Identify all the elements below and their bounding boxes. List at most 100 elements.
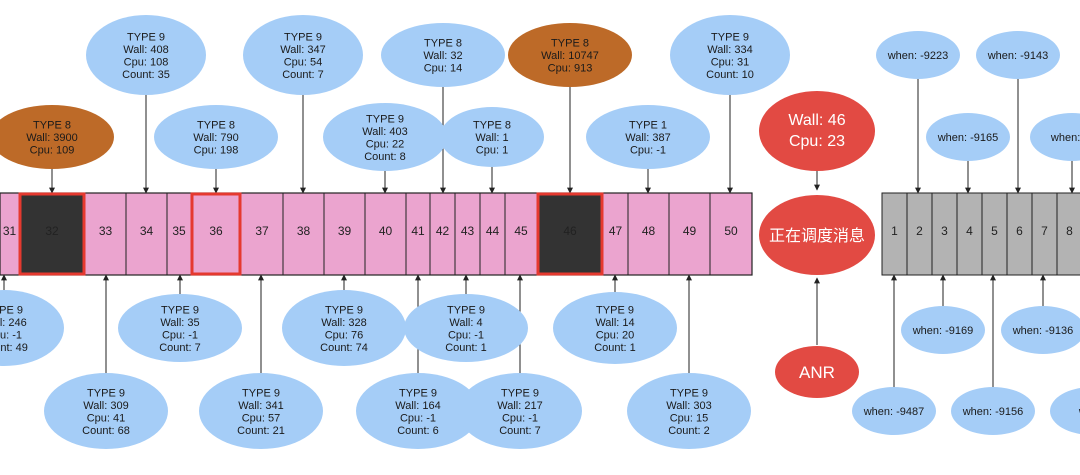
bubble-text: TYPE 8 — [197, 120, 235, 132]
bubble-text: Count: 6 — [397, 425, 439, 437]
pending-cell-label: 1 — [891, 224, 898, 238]
bubble-text: TYPE 9 — [670, 387, 708, 399]
bubble-text: Wall: 408 — [123, 44, 168, 56]
bubble-text: TYPE 9 — [161, 304, 199, 316]
queue-cell-47: 47 — [602, 192, 629, 276]
queue-cell-label: 49 — [683, 224, 697, 238]
bubble-text: Cpu: -1 — [630, 145, 666, 157]
queue-cell-38: 38 — [282, 192, 325, 276]
pending-cell-label: 2 — [916, 224, 923, 238]
queue-cell-33: 33 — [84, 192, 127, 276]
bubble-text: Count: 74 — [320, 342, 368, 354]
bubble-text: Wall: 309 — [83, 400, 128, 412]
bubble-text: TYPE 9 — [501, 387, 539, 399]
bubble-text: Wall: 341 — [238, 400, 283, 412]
bubble-text: Wall: 3900 — [26, 132, 78, 144]
queue-cell-34: 34 — [125, 192, 168, 276]
bubble-text: TYPE 9 — [711, 31, 749, 43]
bubble-text: Cpu: 20 — [596, 329, 635, 341]
pending-cell-label: 8 — [1066, 224, 1073, 238]
queue-cell-label: 33 — [99, 224, 113, 238]
pending-cell-label: 6 — [1016, 224, 1023, 238]
bubble-text: TYPE 9 — [0, 304, 23, 316]
message-bubble-26: when: -9487 — [852, 387, 936, 435]
queue-cell-label: 44 — [486, 224, 500, 238]
anr-label: ANR — [799, 363, 835, 382]
pending-cell-7: 7 — [1031, 192, 1058, 276]
bubble-text: Count: 1 — [445, 342, 487, 354]
queue-cell-39: 39 — [323, 192, 366, 276]
queue-cell-label: 47 — [609, 224, 623, 238]
queue-cell-49: 49 — [668, 192, 711, 276]
bubble-text: Cpu: 108 — [124, 56, 169, 68]
queue-cell-46: 46 — [536, 192, 604, 276]
bubble-text: Count: 1 — [594, 342, 636, 354]
highlight-frame-32 — [18, 192, 86, 276]
bubble-text: when: -9156 — [962, 406, 1024, 418]
bubble-text: Cpu: -1 — [0, 329, 22, 341]
bubble-text: Cpu: 1 — [476, 145, 508, 157]
bubble-text: Cpu: 14 — [424, 63, 463, 75]
queue-cell-label: 36 — [209, 224, 223, 238]
bubble-text: TYPE 8 — [551, 38, 589, 50]
bubble-text: Wall: 164 — [395, 400, 440, 412]
bubble-text: Wall: 328 — [321, 317, 366, 329]
bubble-text: Cpu: 109 — [30, 145, 75, 157]
bubble-text: Cpu: -1 — [162, 329, 198, 341]
dispatching-status-label: 正在调度消息 — [769, 227, 865, 245]
queue-cell-35: 35 — [166, 192, 192, 276]
queue-cell-31: 31 — [0, 192, 20, 276]
queue-cell-label: 50 — [724, 224, 738, 238]
bubble-text: Wall: 790 — [193, 132, 238, 144]
bubble-text: Cpu: -1 — [448, 329, 484, 341]
bubble-text: Wall: 387 — [625, 132, 670, 144]
pending-cell-2: 2 — [906, 192, 933, 276]
bubble-text: Count: 2 — [668, 425, 710, 437]
queue-cell-37: 37 — [240, 192, 284, 276]
pending-cell-label: 7 — [1041, 224, 1048, 238]
bubble-text: Wall: 32 — [423, 50, 462, 62]
bubble-text: TYPE 8 — [33, 120, 71, 132]
anr-node: ANR — [775, 346, 859, 398]
message-bubble-25: when: -9136 — [1001, 306, 1080, 354]
current-message-text: Wall: 46 — [788, 112, 845, 129]
queue-cell-label: 41 — [411, 224, 425, 238]
bubble-text: Wall: 334 — [707, 44, 752, 56]
bubble-text: TYPE 9 — [87, 387, 125, 399]
message-bubble-27: when: -9156 — [951, 387, 1035, 435]
bubble-text: Count: 68 — [82, 425, 130, 437]
bubble-text: when — [1078, 406, 1080, 418]
bubble-text: TYPE 9 — [325, 304, 363, 316]
bubble-text: when: -9223 — [887, 50, 949, 62]
pending-cell-label: 3 — [941, 224, 948, 238]
dispatching-status: 正在调度消息 — [759, 195, 875, 275]
message-bubble-20: when: -9223 — [876, 31, 960, 79]
bubble-text: TYPE 9 — [366, 113, 404, 125]
bubble-text: TYPE 8 — [424, 38, 462, 50]
pending-cell-4: 4 — [956, 192, 983, 276]
bubble-text: when: -9169 — [912, 325, 974, 337]
queue-cell-43: 43 — [454, 192, 481, 276]
bubble-text: Cpu: 913 — [548, 63, 593, 75]
bubble-text: Wall: 4 — [449, 317, 482, 329]
queue-cell-label: 38 — [297, 224, 311, 238]
bubble-text: Wall: 246 — [0, 317, 27, 329]
highlight-frame-46 — [536, 192, 604, 276]
message-bubble-28: when — [1050, 388, 1080, 434]
queue-cell-40: 40 — [364, 192, 407, 276]
bubble-text: TYPE 8 — [473, 120, 511, 132]
